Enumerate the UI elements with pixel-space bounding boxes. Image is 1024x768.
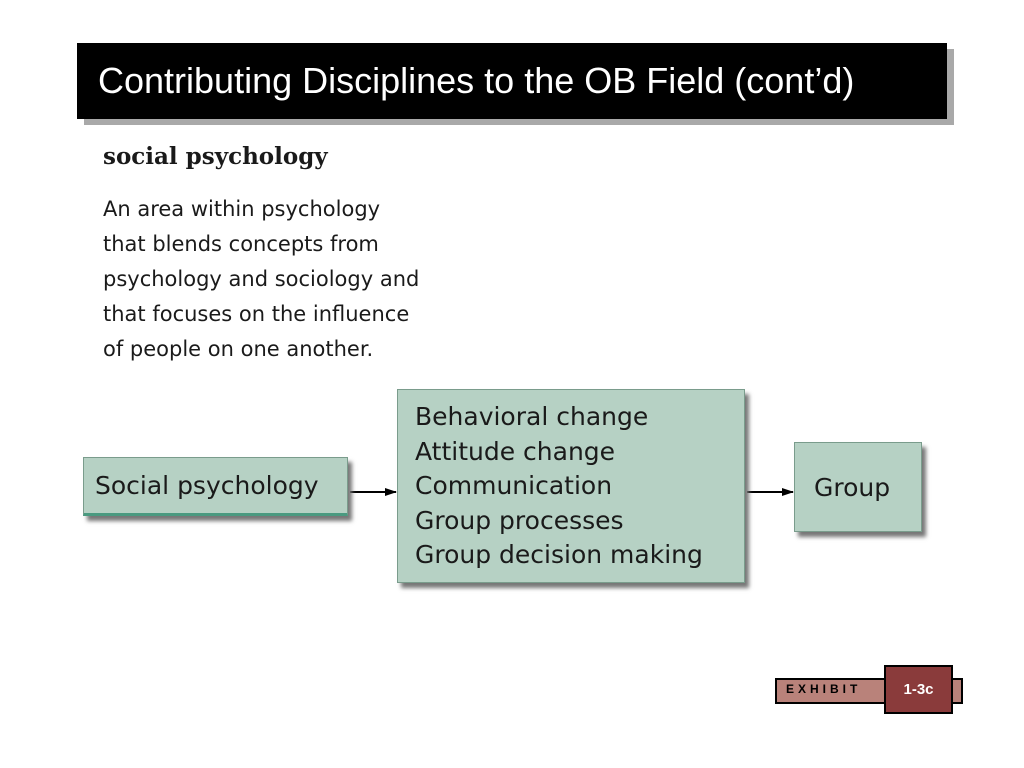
definition-line: that focuses on the influence <box>103 302 410 326</box>
slide-title: Contributing Disciplines to the OB Field… <box>98 60 855 101</box>
topics-box: Behavioral change Attitude change Commun… <box>397 389 745 583</box>
target-label: Group <box>814 472 891 502</box>
exhibit-number: 1-3c <box>903 681 934 698</box>
definition-text: An area within psychology that blends co… <box>103 192 463 367</box>
definition-term: social psychology <box>103 143 328 170</box>
definition-line: of people on one another. <box>103 337 374 361</box>
exhibit-label: EXHIBIT <box>786 682 862 696</box>
topic-item: Attitude change <box>415 436 616 466</box>
definition-line: psychology and sociology and <box>103 267 420 291</box>
definition-line: that blends concepts from <box>103 232 379 256</box>
source-box: Social psychology <box>83 457 348 516</box>
title-bar: Contributing Disciplines to the OB Field… <box>77 43 947 119</box>
topic-item: Group decision making <box>415 540 703 569</box>
topic-item: Communication <box>415 471 613 500</box>
source-label: Social psychology <box>95 471 319 500</box>
topic-item: Group processes <box>415 505 624 535</box>
target-box: Group <box>794 442 922 532</box>
topic-item: Behavioral change <box>415 402 649 431</box>
exhibit-number-box: 1-3c <box>884 665 953 714</box>
definition-line: An area within psychology <box>103 197 381 221</box>
